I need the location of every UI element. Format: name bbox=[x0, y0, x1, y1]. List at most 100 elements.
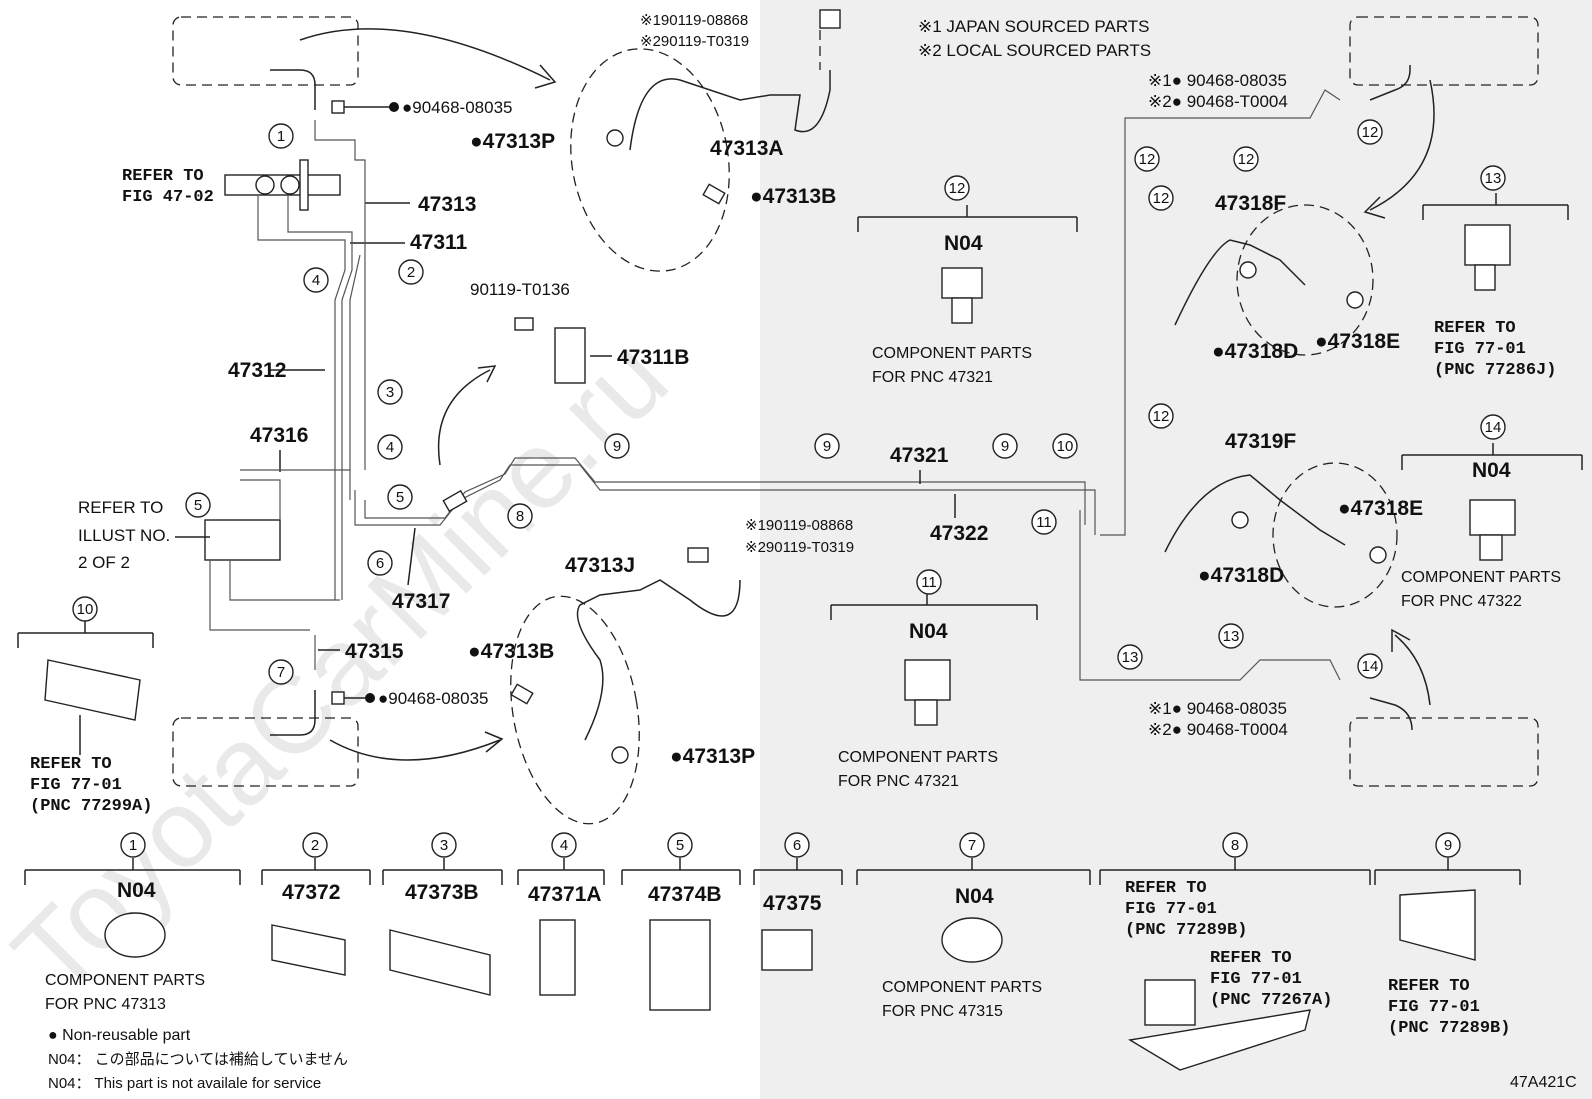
ref-illust-line3: 2 OF 2 bbox=[78, 553, 130, 572]
label-47318e-mid: ●47318E bbox=[1338, 497, 1423, 520]
label-47313p-bottom: ●47313P bbox=[670, 745, 755, 768]
callout-number-13: 13 bbox=[1122, 649, 1139, 666]
callout-circle-4 bbox=[377, 434, 403, 460]
callout-circle-6 bbox=[784, 832, 810, 858]
ref-9-line1: REFER TO bbox=[1388, 977, 1470, 996]
bottom-group-1: N04 COMPONENT PARTS FOR PNC 47313 bbox=[24, 858, 241, 1013]
label-47311: 47311 bbox=[410, 231, 468, 254]
arrow-top-right bbox=[1369, 79, 1435, 211]
label-bolt-mid-2: ※290119-T0319 bbox=[745, 539, 854, 556]
callout-number-9: 9 bbox=[1001, 438, 1009, 455]
component-group-14: N04 COMPONENT PARTS FOR PNC 47322 bbox=[1401, 443, 1583, 610]
legend-local: ※2 LOCAL SOURCED PARTS bbox=[918, 41, 1151, 60]
ref-9-line2: FIG 77-01 bbox=[1388, 998, 1480, 1017]
callout-circle-12 bbox=[1148, 185, 1174, 211]
ref-8b-line2: FIG 77-01 bbox=[1210, 970, 1302, 989]
callout-number-5: 5 bbox=[194, 497, 202, 514]
callout-circle-7 bbox=[959, 832, 985, 858]
callout-circle-12 bbox=[1357, 119, 1383, 145]
component-group-13: REFER TO FIG 77-01 (PNC 77286J) bbox=[1422, 193, 1569, 380]
ref-8b-line3: (PNC 77267A) bbox=[1210, 991, 1332, 1010]
callout-circle-1 bbox=[120, 832, 146, 858]
bolt-top-icon bbox=[819, 9, 841, 29]
label-clip-bottom-left: ●90468-08035 bbox=[378, 689, 488, 708]
bottom-group-5: 47374B bbox=[621, 858, 741, 1011]
ref-8a-line1: REFER TO bbox=[1125, 879, 1207, 898]
comp-7-line1: COMPONENT PARTS bbox=[882, 979, 1042, 996]
callout-circle-9 bbox=[1435, 832, 1461, 858]
callout-circle-1 bbox=[268, 123, 294, 149]
arrow-bottom-right bbox=[1394, 634, 1431, 706]
bottom-group-2: 47372 bbox=[261, 858, 371, 976]
label-47373b: 47373B bbox=[405, 881, 479, 904]
detail-box-bottom-right bbox=[1349, 717, 1539, 787]
label-clip-br-2: ※2● 90468-T0004 bbox=[1148, 720, 1288, 739]
callout-circle-3 bbox=[431, 832, 457, 858]
hose-end-top-left bbox=[270, 69, 316, 110]
callout-number-12: 12 bbox=[1238, 151, 1255, 168]
comp-11-line1: COMPONENT PARTS bbox=[838, 749, 998, 766]
callout-number-13: 13 bbox=[1223, 628, 1240, 645]
ref-10-line2: FIG 77-01 bbox=[30, 776, 122, 795]
callout-number-5: 5 bbox=[676, 837, 684, 854]
label-47321: 47321 bbox=[890, 444, 949, 467]
callout-number-9: 9 bbox=[1444, 837, 1452, 854]
arrow-top-left bbox=[299, 28, 551, 81]
callout-circle-5 bbox=[667, 832, 693, 858]
detail-box-top-left bbox=[172, 16, 359, 86]
comp-7-line2: FOR PNC 47315 bbox=[882, 1003, 1003, 1020]
ref-9-line3: (PNC 77289B) bbox=[1388, 1019, 1510, 1038]
n04-label-14: N04 bbox=[1472, 459, 1511, 482]
label-47318f: 47318F bbox=[1215, 192, 1286, 215]
detail-circle-47319 bbox=[1272, 462, 1398, 608]
label-47374b: 47374B bbox=[648, 883, 722, 906]
detail-circle-top bbox=[570, 48, 730, 272]
ref-13-line3: (PNC 77286J) bbox=[1434, 361, 1556, 380]
legend-n04-en: N04： This part is not availale for servi… bbox=[48, 1075, 321, 1092]
n04-label-1: N04 bbox=[117, 879, 156, 902]
arrow-to-47311b bbox=[437, 369, 491, 466]
callout-circle-14 bbox=[1480, 414, 1506, 440]
callout-circle-5 bbox=[185, 492, 211, 518]
callout-number-10: 10 bbox=[1057, 438, 1074, 455]
label-90119-t0136: 90119-T0136 bbox=[470, 280, 570, 299]
callout-circle-8 bbox=[1222, 832, 1248, 858]
label-bolt-top-2: ※290119-T0319 bbox=[640, 33, 749, 50]
label-47311b: 47311B bbox=[617, 346, 689, 369]
detail-circle-bottom bbox=[510, 595, 640, 825]
callout-number-2: 2 bbox=[407, 264, 415, 281]
ref-10-line3: (PNC 77299A) bbox=[30, 797, 152, 816]
callout-circle-7 bbox=[268, 659, 294, 685]
callout-number-6: 6 bbox=[376, 555, 384, 572]
label-47322: 47322 bbox=[930, 522, 988, 545]
bottom-group-8: REFER TO FIG 77-01 (PNC 77289B) REFER TO… bbox=[1099, 858, 1371, 1071]
callout-circle-10 bbox=[1052, 433, 1078, 459]
ref-13-line1: REFER TO bbox=[1434, 319, 1516, 338]
callout-number-2: 2 bbox=[311, 837, 319, 854]
callout-number-1: 1 bbox=[129, 837, 137, 854]
callout-number-7: 7 bbox=[968, 837, 976, 854]
label-47372: 47372 bbox=[282, 881, 340, 904]
comp-1-line1: COMPONENT PARTS bbox=[45, 972, 205, 989]
bullet-icon bbox=[389, 102, 399, 112]
legend-n04-jp: N04： この部品については補給していません bbox=[48, 1051, 348, 1068]
callout-number-4: 4 bbox=[312, 272, 320, 289]
label-47317: 47317 bbox=[392, 590, 450, 613]
callout-number-13: 13 bbox=[1485, 170, 1502, 187]
tube-47313 bbox=[314, 120, 366, 470]
ref-fig4702-line2: FIG 47-02 bbox=[122, 188, 214, 207]
ref-fig4702-line1: REFER TO bbox=[122, 167, 204, 186]
bracket-47311b bbox=[554, 327, 586, 384]
callout-number-12: 12 bbox=[1153, 190, 1170, 207]
tube-right-rear bbox=[1100, 89, 1341, 536]
comp-14-line1: COMPONENT PARTS bbox=[1401, 569, 1561, 586]
ref-8a-line3: (PNC 77289B) bbox=[1125, 921, 1247, 940]
callout-number-11: 11 bbox=[921, 574, 937, 591]
union-fitting bbox=[442, 489, 468, 513]
label-47313b-top: ●47313B bbox=[750, 185, 836, 208]
callout-circle-11 bbox=[916, 569, 942, 595]
ref-8b-line1: REFER TO bbox=[1210, 949, 1292, 968]
callout-number-14: 14 bbox=[1485, 419, 1502, 436]
